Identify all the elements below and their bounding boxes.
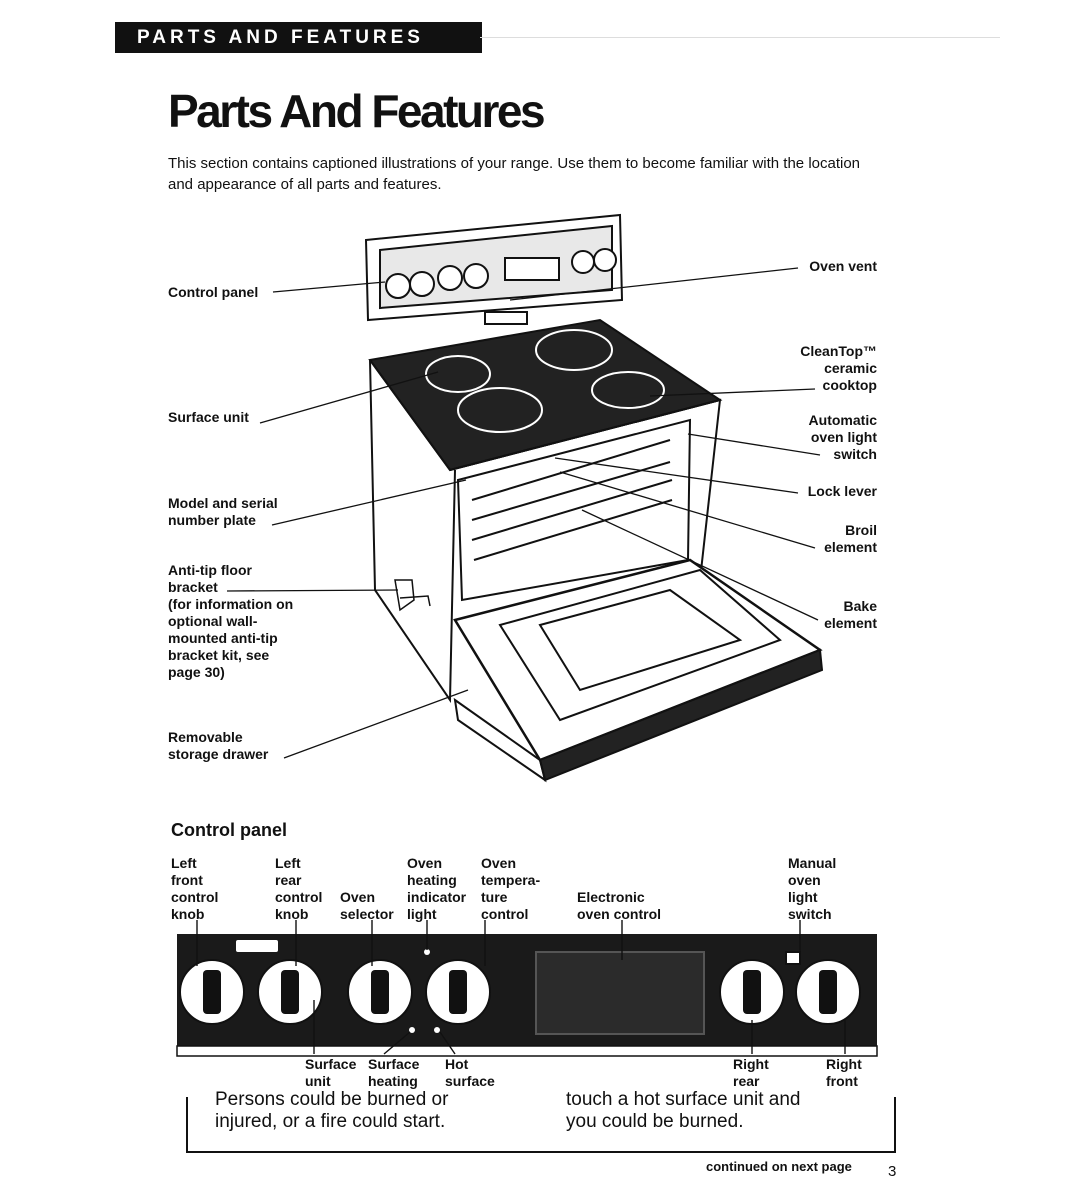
section-banner: PARTS AND FEATURES <box>115 22 482 53</box>
cp-label-right-front: Right front <box>826 1056 862 1089</box>
cp-label-left-front: Left front control knob <box>171 855 219 922</box>
page-number: 3 <box>888 1163 897 1180</box>
warning-left-line2: injured, or a fire could start. <box>215 1111 446 1132</box>
control-panel-heading: Control panel <box>171 820 287 840</box>
header-rule <box>480 37 1000 38</box>
cp-label-surface-heating: Surface heating <box>368 1056 420 1089</box>
cp-label-surface-unit: Surface unit <box>305 1056 357 1089</box>
cp-label-hot-surface: Hot surface <box>445 1056 495 1089</box>
label-surface-unit: Surface unit <box>168 409 249 425</box>
label-lock-lever: Lock lever <box>807 483 877 499</box>
label-bake-element: Bake element <box>824 598 877 631</box>
label-model-serial: Model and serial number plate <box>168 495 278 528</box>
cp-label-right-rear: Right rear <box>733 1056 769 1089</box>
label-storage-drawer: Removable storage drawer <box>168 729 269 762</box>
label-broil-element: Broil element <box>824 522 877 555</box>
label-anti-tip: Anti-tip floor bracket (for information … <box>168 562 294 680</box>
label-control-panel: Control panel <box>168 284 259 300</box>
cp-label-electronic: Electronic oven control <box>577 889 662 922</box>
cp-label-oven-heating: Oven heating indicator light <box>407 855 467 922</box>
cp-label-oven-temperature: Oven tempera- ture control <box>481 855 541 922</box>
label-oven-light-switch: Automatic oven light switch <box>808 412 877 462</box>
warning-right-line2: you could be burned. <box>566 1111 744 1132</box>
intro-paragraph: This section contains captioned illustra… <box>168 155 861 193</box>
cp-label-oven-selector: Oven selector <box>340 889 394 922</box>
label-cooktop: CleanTop™ ceramic cooktop <box>800 343 877 393</box>
warning-left-line1: Persons could be burned or <box>215 1089 449 1110</box>
continued-note: continued on next page <box>706 1159 852 1174</box>
warning-box <box>186 1097 896 1153</box>
page-title: Parts And Features <box>168 85 546 137</box>
warning-right-line1: touch a hot surface unit and <box>566 1089 801 1110</box>
cp-label-manual-light: Manual oven light switch <box>788 855 837 922</box>
cp-label-left-rear: Left rear control knob <box>275 855 323 922</box>
label-oven-vent: Oven vent <box>809 258 877 274</box>
